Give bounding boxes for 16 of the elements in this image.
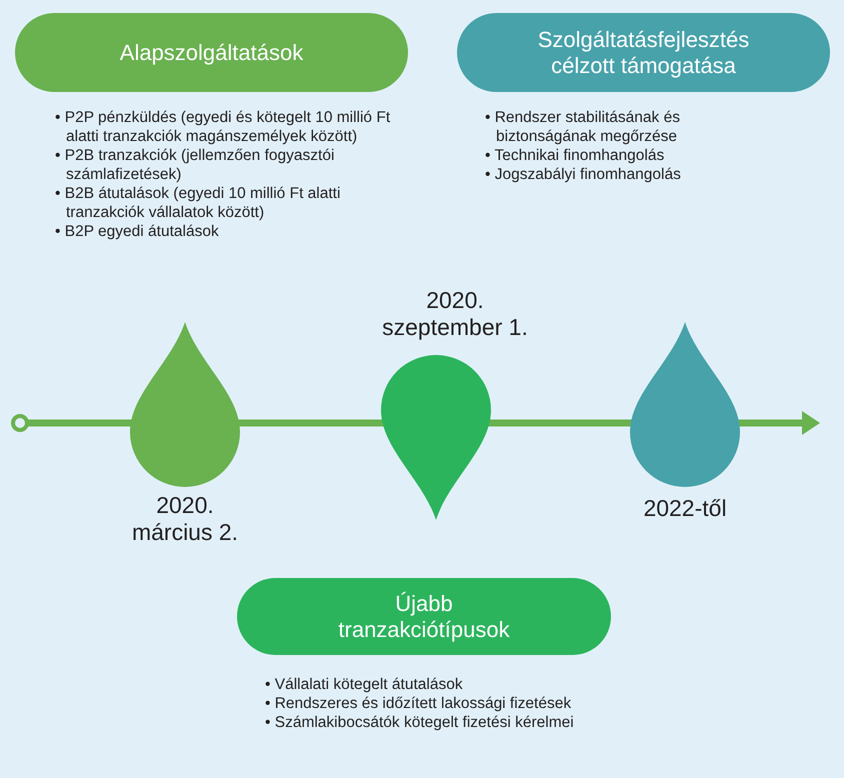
bullet-item: • Rendszer stabilitásának és biztonságának megőrzése [485, 108, 681, 146]
bullet-item: • P2B tranzakciók (jellemzően fogyasztói számlafizetések) [55, 146, 336, 184]
heading-text: Szolgáltatásfejlesztés célzott támogatása [536, 26, 750, 78]
date-label: 2020. március 2. [130, 492, 240, 546]
bullet-item: • B2P egyedi átutalások [55, 222, 220, 241]
heading-text: Alapszolgáltatások [120, 40, 304, 66]
bullet-item: • Technikai finomhangolás [485, 146, 666, 165]
bullet-item: • B2B átutalások (egyedi 10 millió Ft alatti tranzakciók vállalatok között) [55, 184, 342, 222]
heading-text: Újabb tranzakciótípusok [337, 590, 511, 642]
bullet-item: • Rendszeres és időzített lakossági fizetések [265, 694, 572, 713]
bullet-item: • Számlakibocsátók kötegelt fizetési kérelmei [265, 713, 575, 732]
bullet-item: • P2P pénzküldés (egyedi és kötegelt 10 millió Ft alatti tranzakciók magánszemélyek között) [55, 108, 392, 146]
bullet-item: • Jogszabályi finomhangolás [485, 165, 682, 184]
bullet-item: • Vállalati kötegelt átutalások [265, 675, 464, 694]
date-label: 2020. szeptember 1. [381, 287, 529, 341]
date-label: 2022-től [642, 495, 728, 522]
